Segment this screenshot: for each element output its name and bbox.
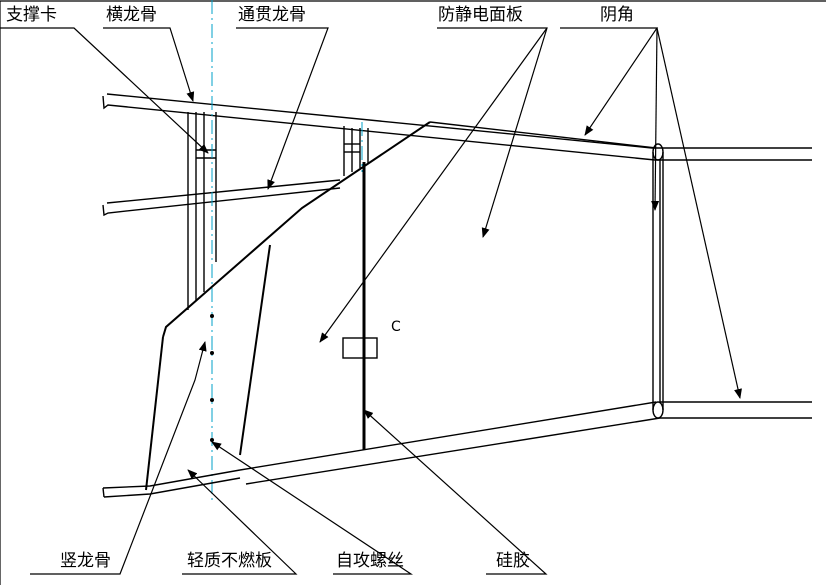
detail-c-label: C <box>391 319 401 335</box>
label-horizontal-keel: 横龙骨 <box>106 5 157 25</box>
label-support-clip: 支撑卡 <box>6 5 57 25</box>
label-inner-corner: 阴角 <box>600 5 634 25</box>
label-noncombustible-board: 轻质不燃板 <box>187 551 272 571</box>
vertical-keel-left <box>187 112 217 310</box>
centerlines <box>211 0 363 500</box>
label-through-keel: 通贯龙骨 <box>238 5 306 25</box>
leader-lines <box>0 27 742 575</box>
label-silicone: 硅胶 <box>496 551 530 571</box>
label-self-tapping-screw: 自攻螺丝 <box>336 551 404 571</box>
noncombustible-board <box>145 121 431 491</box>
vertical-keel-right <box>343 126 369 176</box>
through-keel <box>102 179 341 217</box>
label-vertical-keel: 竖龙骨 <box>60 551 111 571</box>
self-tapping-screws <box>210 314 214 442</box>
label-antistatic-panel: 防静电面板 <box>438 5 523 25</box>
detail-c-box <box>342 337 378 359</box>
antistatic-panel <box>102 121 812 498</box>
